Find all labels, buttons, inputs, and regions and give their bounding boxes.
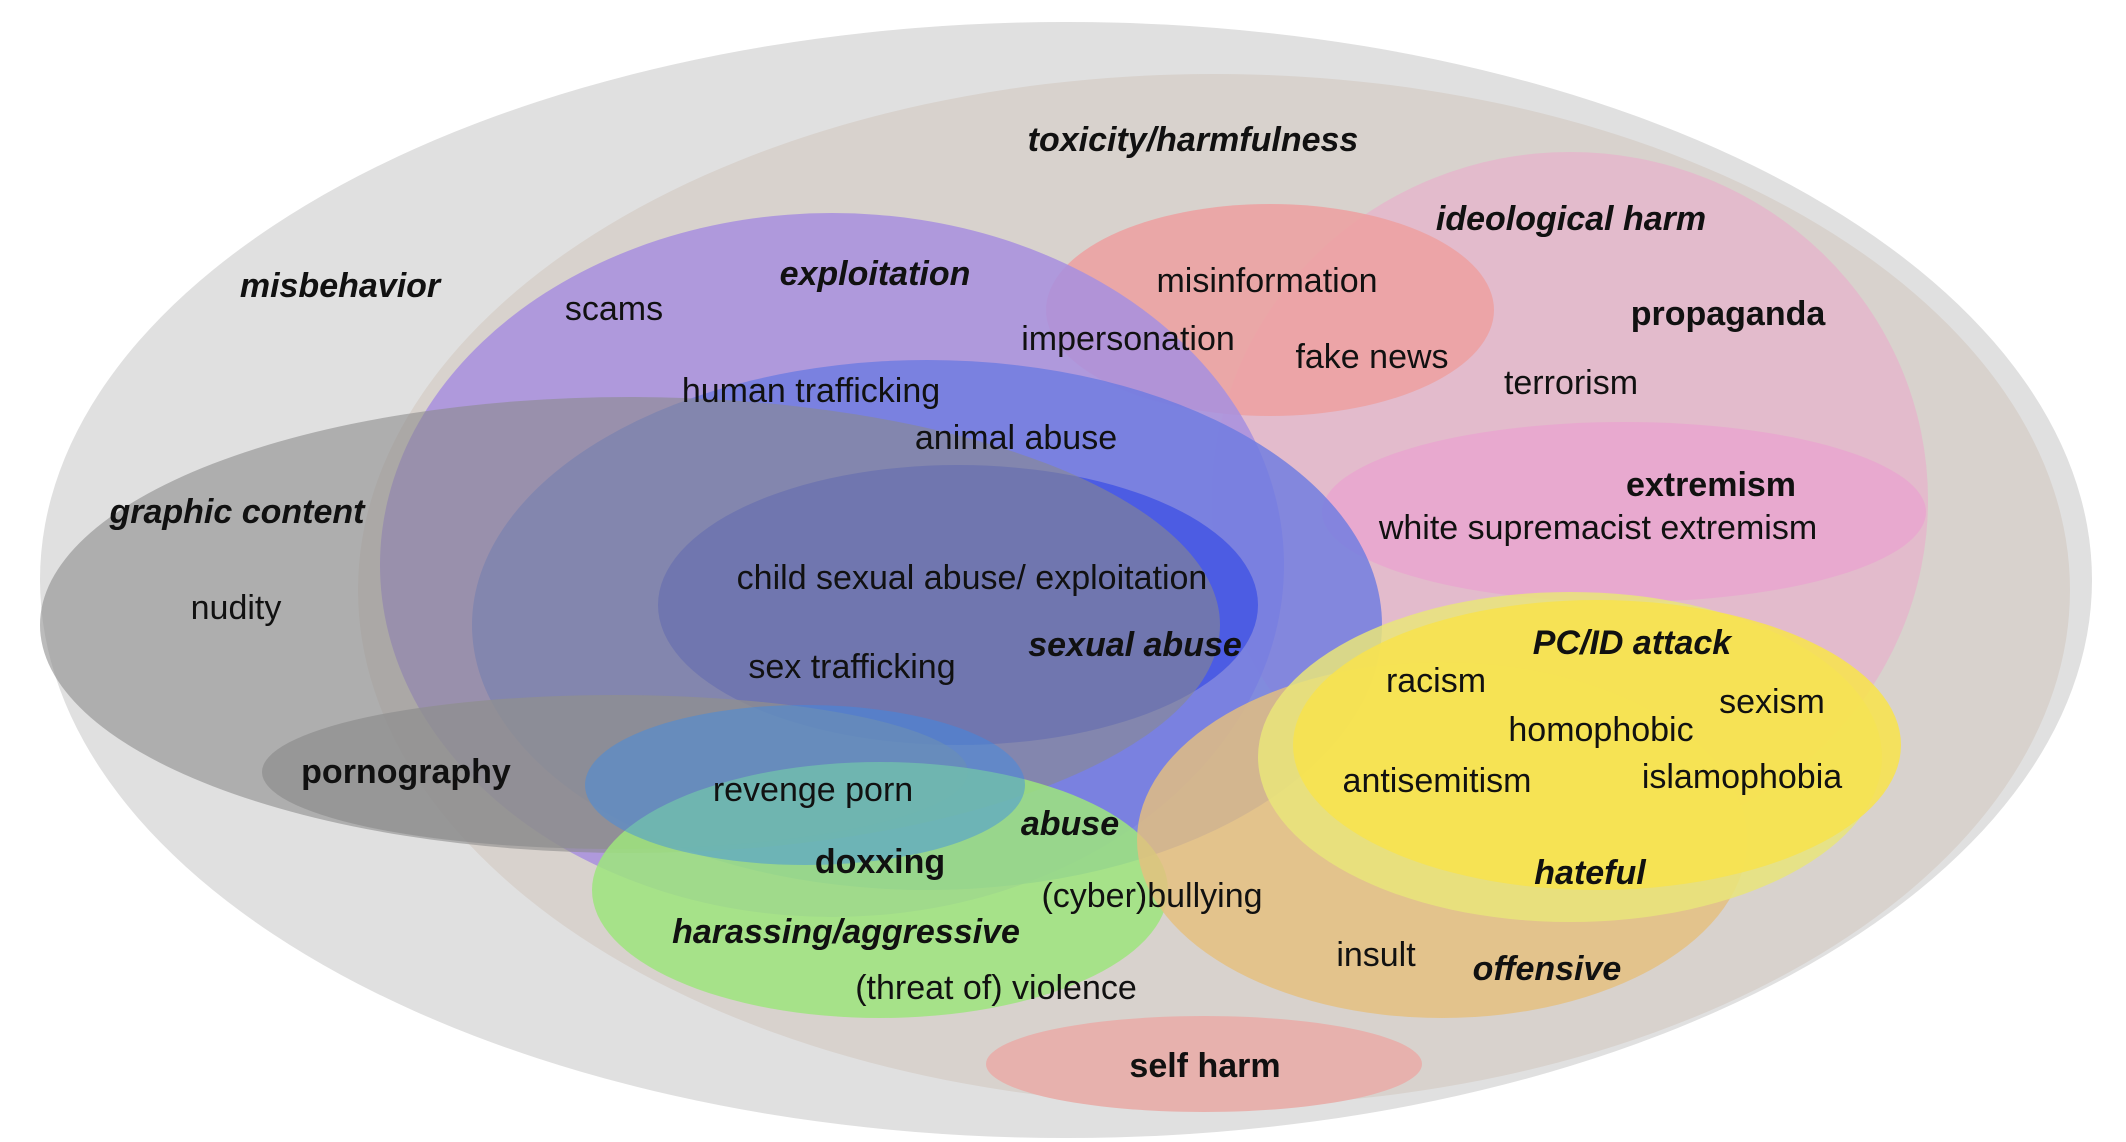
harassing-region	[592, 762, 1168, 1018]
label-graphic-content: graphic content	[108, 493, 366, 531]
label-white-supremacist: white supremacist extremism	[1378, 509, 1817, 547]
pc-id-attack-region	[1293, 600, 1901, 890]
label-misbehavior: misbehavior	[240, 267, 442, 305]
label-harassing: harassing/aggressive	[672, 913, 1020, 951]
label-racism: racism	[1386, 662, 1486, 700]
label-child-sexual-abuse: child sexual abuse/ exploitation	[737, 559, 1208, 597]
label-offensive: offensive	[1473, 950, 1622, 988]
label-ideological-harm: ideological harm	[1436, 200, 1706, 238]
label-antisemitism: antisemitism	[1343, 762, 1532, 800]
label-sexism: sexism	[1719, 683, 1825, 721]
label-sex-trafficking: sex trafficking	[748, 648, 955, 686]
label-sexual-abuse: sexual abuse	[1028, 626, 1242, 664]
label-insult: insult	[1336, 936, 1416, 974]
label-scams: scams	[565, 290, 663, 328]
label-fake-news: fake news	[1295, 338, 1448, 376]
label-propaganda: propaganda	[1631, 295, 1827, 333]
label-human-trafficking: human trafficking	[682, 372, 940, 410]
label-cyberbullying: (cyber)bullying	[1041, 877, 1262, 915]
label-threat-violence: (threat of) violence	[855, 969, 1137, 1007]
label-nudity: nudity	[191, 589, 282, 627]
label-pc-id-attack: PC/ID attack	[1533, 624, 1733, 662]
label-terrorism: terrorism	[1504, 364, 1638, 402]
label-misinformation: misinformation	[1156, 262, 1377, 300]
extremism-region	[1322, 422, 1926, 602]
label-doxxing: doxxing	[815, 843, 945, 881]
label-exploitation: exploitation	[780, 255, 971, 293]
label-toxicity: toxicity/harmfulness	[1028, 121, 1359, 159]
self-harm-region	[986, 1016, 1422, 1112]
label-homophobic: homophobic	[1508, 711, 1693, 749]
label-self-harm: self harm	[1129, 1047, 1280, 1085]
label-animal-abuse: animal abuse	[915, 419, 1117, 457]
label-islamophobia: islamophobia	[1642, 758, 1842, 796]
label-pornography: pornography	[301, 753, 511, 791]
revenge-porn-region	[585, 705, 1025, 865]
label-hateful: hateful	[1534, 854, 1647, 892]
label-impersonation: impersonation	[1021, 320, 1235, 358]
label-abuse: abuse	[1021, 805, 1119, 843]
label-extremism: extremism	[1626, 466, 1796, 504]
label-revenge-porn: revenge porn	[713, 771, 913, 809]
